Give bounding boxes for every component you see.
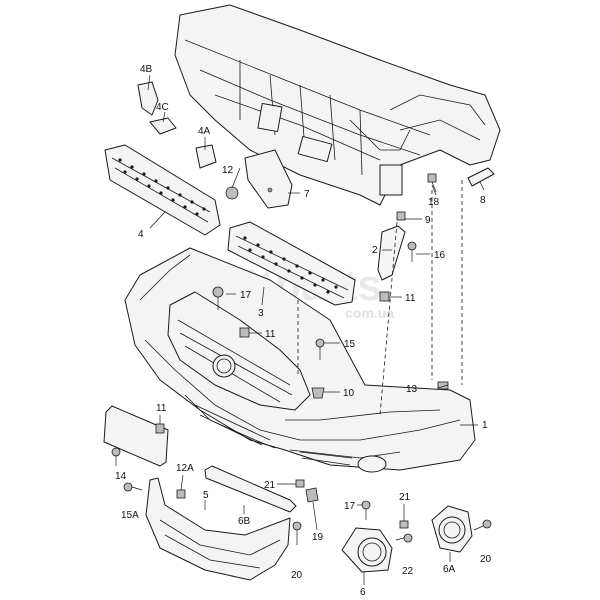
nut-12a-icon <box>176 489 186 499</box>
part-4a <box>195 144 217 169</box>
callout-17-lower: 17 <box>344 501 356 512</box>
callout-6b: 6B <box>238 516 251 527</box>
part-14-plate-holder <box>103 405 169 467</box>
nut-9-icon <box>396 211 406 221</box>
callout-19: 19 <box>312 532 324 543</box>
callout-20-right: 20 <box>480 554 492 565</box>
callout-17-top: 17 <box>240 290 252 301</box>
callout-15a: 15A <box>121 510 139 521</box>
callout-15: 15 <box>344 339 356 350</box>
screw-22-icon <box>395 533 413 543</box>
part-6-fog-lamp <box>341 527 393 573</box>
callout-9: 9 <box>425 215 431 226</box>
callout-4c: 4C <box>156 102 169 113</box>
callout-18: 18 <box>428 197 440 208</box>
screw-17-top-icon <box>212 286 224 310</box>
part-4-absorber <box>104 144 221 236</box>
front-body-structure <box>174 4 501 206</box>
bolt-18-icon <box>427 173 437 193</box>
callout-8: 8 <box>480 195 486 206</box>
watermark-domain: com.ua <box>345 305 394 321</box>
callout-7: 7 <box>304 189 310 200</box>
callout-12: 12 <box>222 165 234 176</box>
screw-21-left-icon <box>295 479 305 488</box>
callout-6a: 6A <box>443 564 456 575</box>
callout-21-right: 21 <box>399 492 411 503</box>
callout-11-left: 11 <box>156 403 167 414</box>
leader-lines <box>147 74 485 585</box>
part-4b <box>137 81 159 116</box>
screw-15a-icon <box>123 482 143 492</box>
callout-4: 4 <box>138 229 144 240</box>
screw-20-left-icon <box>292 521 302 545</box>
screw-20-right-icon <box>473 519 492 531</box>
callout-22: 22 <box>402 566 414 577</box>
part-3-absorber <box>227 221 356 306</box>
callout-labels: 1 2 3 4 4A 4B 4C 5 6 6A 6B 7 8 9 10 11 1… <box>115 64 492 598</box>
part-7-bracket <box>244 149 293 209</box>
screw-21-right-icon <box>399 520 409 529</box>
callout-12a: 12A <box>176 463 194 474</box>
callout-11-right: 11 <box>405 293 416 304</box>
part-5-lower-trim <box>145 477 291 581</box>
part-6b-trim <box>204 465 297 513</box>
callout-11-center: 11 <box>265 329 276 340</box>
part-8-strip <box>467 167 495 187</box>
nut-11-left-icon <box>155 423 165 434</box>
part-1-bumper-cover <box>124 247 476 473</box>
clip-10-icon <box>311 387 325 399</box>
callout-21-left: 21 <box>264 480 276 491</box>
callout-13: 13 <box>406 384 418 395</box>
callout-4b: 4B <box>140 64 153 75</box>
part-2-bracket <box>377 225 406 281</box>
callout-5: 5 <box>203 490 209 501</box>
clip-12-icon <box>225 186 239 200</box>
callout-6: 6 <box>360 587 366 598</box>
nut-11-center-icon <box>239 327 250 338</box>
screw-14-icon <box>111 447 121 466</box>
screw-16-icon <box>407 241 417 262</box>
callout-3: 3 <box>258 308 264 319</box>
clip-19-icon <box>305 487 319 503</box>
nut-11-right-icon <box>379 291 390 302</box>
callout-16: 16 <box>434 250 446 261</box>
callout-1: 1 <box>482 420 488 431</box>
callout-10: 10 <box>343 388 355 399</box>
part-6a-fog-bezel <box>431 505 473 553</box>
callout-4a: 4A <box>198 126 211 137</box>
screw-17-lower-icon <box>361 500 371 520</box>
part-4c <box>149 117 177 135</box>
callout-20-left: 20 <box>291 570 303 581</box>
clip-13-icon <box>437 381 449 390</box>
callout-14: 14 <box>115 471 127 482</box>
screw-15-icon <box>315 338 325 360</box>
callout-2: 2 <box>372 245 378 256</box>
